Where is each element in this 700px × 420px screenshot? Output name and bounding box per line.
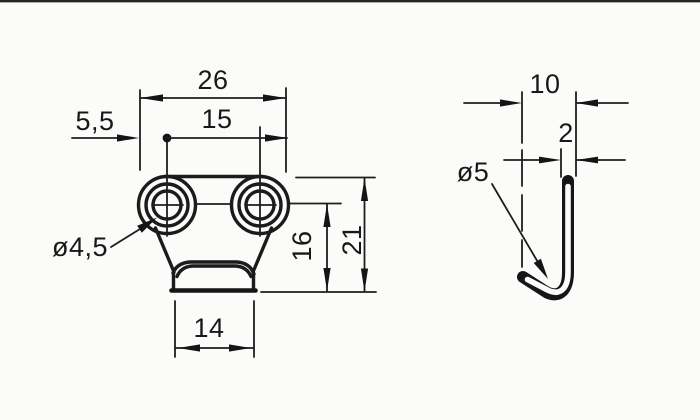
arrowhead [539, 156, 561, 164]
arrowhead [576, 156, 598, 164]
front-view: 26 5,5 15 16 21 [52, 65, 377, 358]
arrowhead [265, 134, 288, 142]
arrowhead [360, 178, 369, 201]
dim-center-height: 16 [287, 202, 342, 292]
arrowhead [229, 344, 251, 352]
callout-hole-diameter: ø4,5 [52, 217, 157, 262]
dim-overall-width: 26 [139, 65, 287, 173]
callout-bend-diameter: ø5 [457, 157, 548, 279]
fold-lip-inner-edge [175, 264, 253, 279]
side-view: 10 2 ø5 [457, 69, 629, 301]
dim-depth: 10 [463, 69, 629, 268]
bend-diameter-label: ø5 [457, 157, 490, 187]
arrowhead [576, 99, 598, 107]
hook-strip-core [524, 183, 571, 295]
arrowhead [178, 344, 200, 352]
arrowhead [323, 204, 331, 227]
arrowhead [137, 217, 157, 233]
dim-center-height-label: 16 [287, 230, 317, 261]
leader-line [491, 183, 540, 265]
fold-lip-outer-edge [171, 260, 256, 276]
arrowhead [323, 268, 331, 291]
dim-thickness-label: 2 [558, 118, 574, 148]
arrowhead [117, 134, 139, 142]
arrowhead [500, 99, 522, 107]
hole-diameter-label: ø4,5 [52, 232, 108, 262]
dim-depth-label: 10 [529, 69, 560, 99]
dim-base-width: 14 [174, 300, 255, 358]
centerlines [151, 126, 277, 237]
hook-strip-outline [517, 175, 574, 301]
right-taper-edge [251, 226, 274, 274]
arrowhead [360, 268, 369, 292]
dim-edge-distance-label: 5,5 [75, 106, 114, 136]
hook-profile [517, 175, 574, 301]
dim-base-width-label: 14 [193, 313, 224, 343]
dim-overall-width-label: 26 [197, 65, 228, 95]
arrowhead [140, 94, 163, 102]
arrowhead [533, 258, 548, 279]
left-taper-edge [153, 226, 176, 274]
leader-line [110, 228, 141, 248]
dim-edge-and-pitch: 5,5 15 [71, 104, 288, 143]
dim-hole-pitch-label: 15 [201, 104, 232, 134]
dim-overall-height-label: 21 [337, 224, 367, 255]
arrowhead [263, 94, 286, 102]
dim-thickness: 2 [503, 118, 626, 178]
dim-overall-height: 21 [260, 176, 377, 293]
